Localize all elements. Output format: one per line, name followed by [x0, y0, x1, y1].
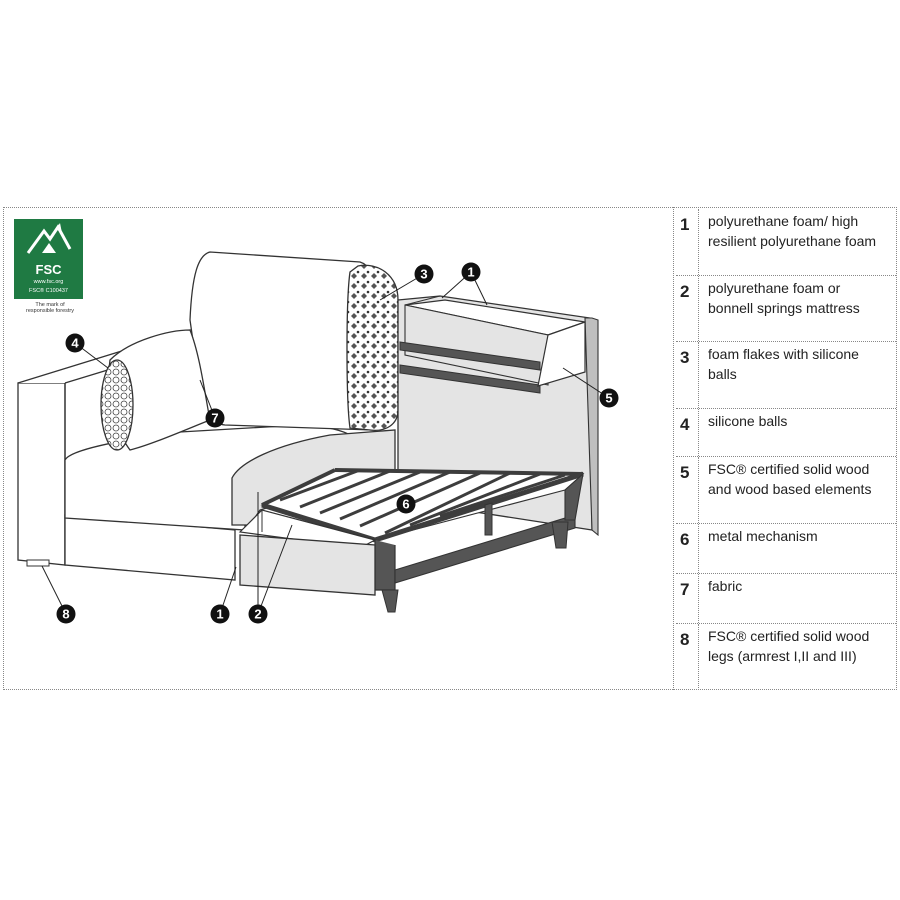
callout-number: 7 — [211, 411, 218, 426]
legend-line: resilient polyurethane foam — [708, 233, 877, 249]
callout-number: 1 — [216, 607, 223, 622]
legend-line: foam flakes with silicone — [708, 346, 859, 362]
callout-circle — [396, 494, 416, 514]
legend-text: silicone balls — [708, 411, 894, 431]
legend-row: 4 silicone balls — [676, 409, 896, 457]
legend-number: 4 — [680, 415, 690, 434]
legend-number: 1 — [680, 215, 690, 234]
legend-text: FSC® certified solid wood legs (armrest … — [708, 626, 894, 666]
legend-row: 2 polyurethane foam or bonnell springs m… — [676, 276, 896, 342]
legend-separator — [698, 342, 699, 408]
legend-separator — [698, 276, 699, 341]
callout-marker: 3 — [414, 264, 434, 284]
legend-text: FSC® certified solid wood and wood based… — [708, 459, 894, 499]
legend-line: metal mechanism — [708, 528, 818, 544]
legend-line: legs (armrest I,II and III) — [708, 648, 857, 664]
legend-line: polyurethane foam/ high — [708, 213, 859, 229]
legend-text: polyurethane foam/ high resilient polyur… — [708, 211, 894, 251]
legend-number: 7 — [680, 580, 690, 599]
legend-line: FSC® certified solid wood — [708, 628, 870, 644]
sofa-cutaway-diagram — [17, 251, 610, 615]
legend-row: 6 metal mechanism — [676, 524, 896, 574]
callout-marker: 1 — [210, 604, 230, 624]
legend-number: 5 — [680, 463, 690, 482]
callout-marker: 1 — [461, 262, 481, 282]
callout-circle — [205, 408, 225, 428]
callout-marker: 4 — [65, 333, 85, 353]
legend-line: balls — [708, 366, 737, 382]
callout-marker: 5 — [599, 388, 619, 408]
legend-line: FSC® certified solid wood — [708, 461, 870, 477]
callout-circle — [248, 604, 268, 624]
mechanism-leg-2 — [551, 521, 569, 549]
callout-marker: 6 — [396, 494, 416, 514]
legend-row: 1 polyurethane foam/ high resilient poly… — [676, 209, 896, 276]
legend-text: polyurethane foam or bonnell springs mat… — [708, 278, 894, 318]
callout-number: 8 — [62, 607, 69, 622]
fsc-tagline-line-2: responsible forestry — [26, 308, 74, 314]
frame-rail-2 — [399, 364, 541, 394]
pullout-mattress — [238, 509, 377, 596]
legend-number: 2 — [680, 282, 690, 301]
callout-number: 1 — [467, 265, 474, 280]
diagram-frame — [3, 207, 897, 690]
legend-row: 5 FSC® certified solid wood and wood bas… — [676, 457, 896, 524]
callout-circle — [56, 604, 76, 624]
callout-circle — [599, 388, 619, 408]
legend-text: metal mechanism — [708, 526, 894, 546]
legend-line: silicone balls — [708, 413, 788, 429]
callout-number: 6 — [402, 497, 409, 512]
back-foam-flakes — [346, 264, 399, 431]
callout-number: 2 — [254, 607, 261, 622]
frame-rail-1 — [399, 341, 541, 371]
legend-separator — [698, 409, 699, 456]
callout-number: 5 — [605, 391, 612, 406]
pillow-silicone-balls — [100, 359, 134, 451]
frame-end-block — [537, 321, 586, 387]
fsc-logo-badge: FSC www.fsc.org FSC® C100437 — [14, 219, 83, 299]
legend-line: bonnell springs mattress — [708, 300, 860, 316]
legend-separator — [698, 209, 699, 275]
fsc-logo-code: FSC® C100437 — [29, 288, 68, 294]
metal-mechanism — [260, 468, 585, 613]
callout-circle — [461, 262, 481, 282]
fsc-logo-tagline: The mark of responsible forestry — [14, 302, 86, 314]
legend-row: 7 fabric — [676, 574, 896, 624]
callout-circle — [210, 604, 230, 624]
legend-line: fabric — [708, 578, 743, 594]
legend-number: 8 — [680, 630, 690, 649]
legend-row: 8 FSC® certified solid wood legs (armres… — [676, 624, 896, 690]
front-leg — [26, 559, 50, 567]
legend-separator — [698, 524, 699, 573]
callout-marker: 2 — [248, 604, 268, 624]
callout-circle — [414, 264, 434, 284]
legend-number: 6 — [680, 530, 690, 549]
legend-separator — [698, 624, 699, 690]
legend-table: 1 polyurethane foam/ high resilient poly… — [676, 209, 896, 690]
legend-separator — [698, 574, 699, 623]
legend-text: foam flakes with silicone balls — [708, 344, 894, 384]
legend-row: 3 foam flakes with silicone balls — [676, 342, 896, 409]
legend-number: 3 — [680, 348, 690, 367]
legend-line: polyurethane foam or — [708, 280, 841, 296]
fsc-logo-url: www.fsc.org — [33, 279, 64, 285]
callout-number: 3 — [420, 267, 427, 282]
callout-marker: 7 — [205, 408, 225, 428]
legend-separator — [698, 457, 699, 523]
fsc-logo-name: FSC — [35, 262, 62, 277]
mechanism-leg-1 — [381, 589, 399, 613]
fsc-logo: FSC www.fsc.org FSC® C100437 The mark of… — [14, 219, 84, 314]
callout-circle — [65, 333, 85, 353]
legend-divider — [673, 207, 674, 690]
callout-marker: 8 — [56, 604, 76, 624]
legend-text: fabric — [708, 576, 894, 596]
callout-number: 4 — [71, 336, 79, 351]
fsc-tagline-line-1: The mark of — [35, 302, 65, 308]
legend-line: and wood based elements — [708, 481, 872, 497]
fsc-tree-check-icon — [26, 223, 72, 254]
